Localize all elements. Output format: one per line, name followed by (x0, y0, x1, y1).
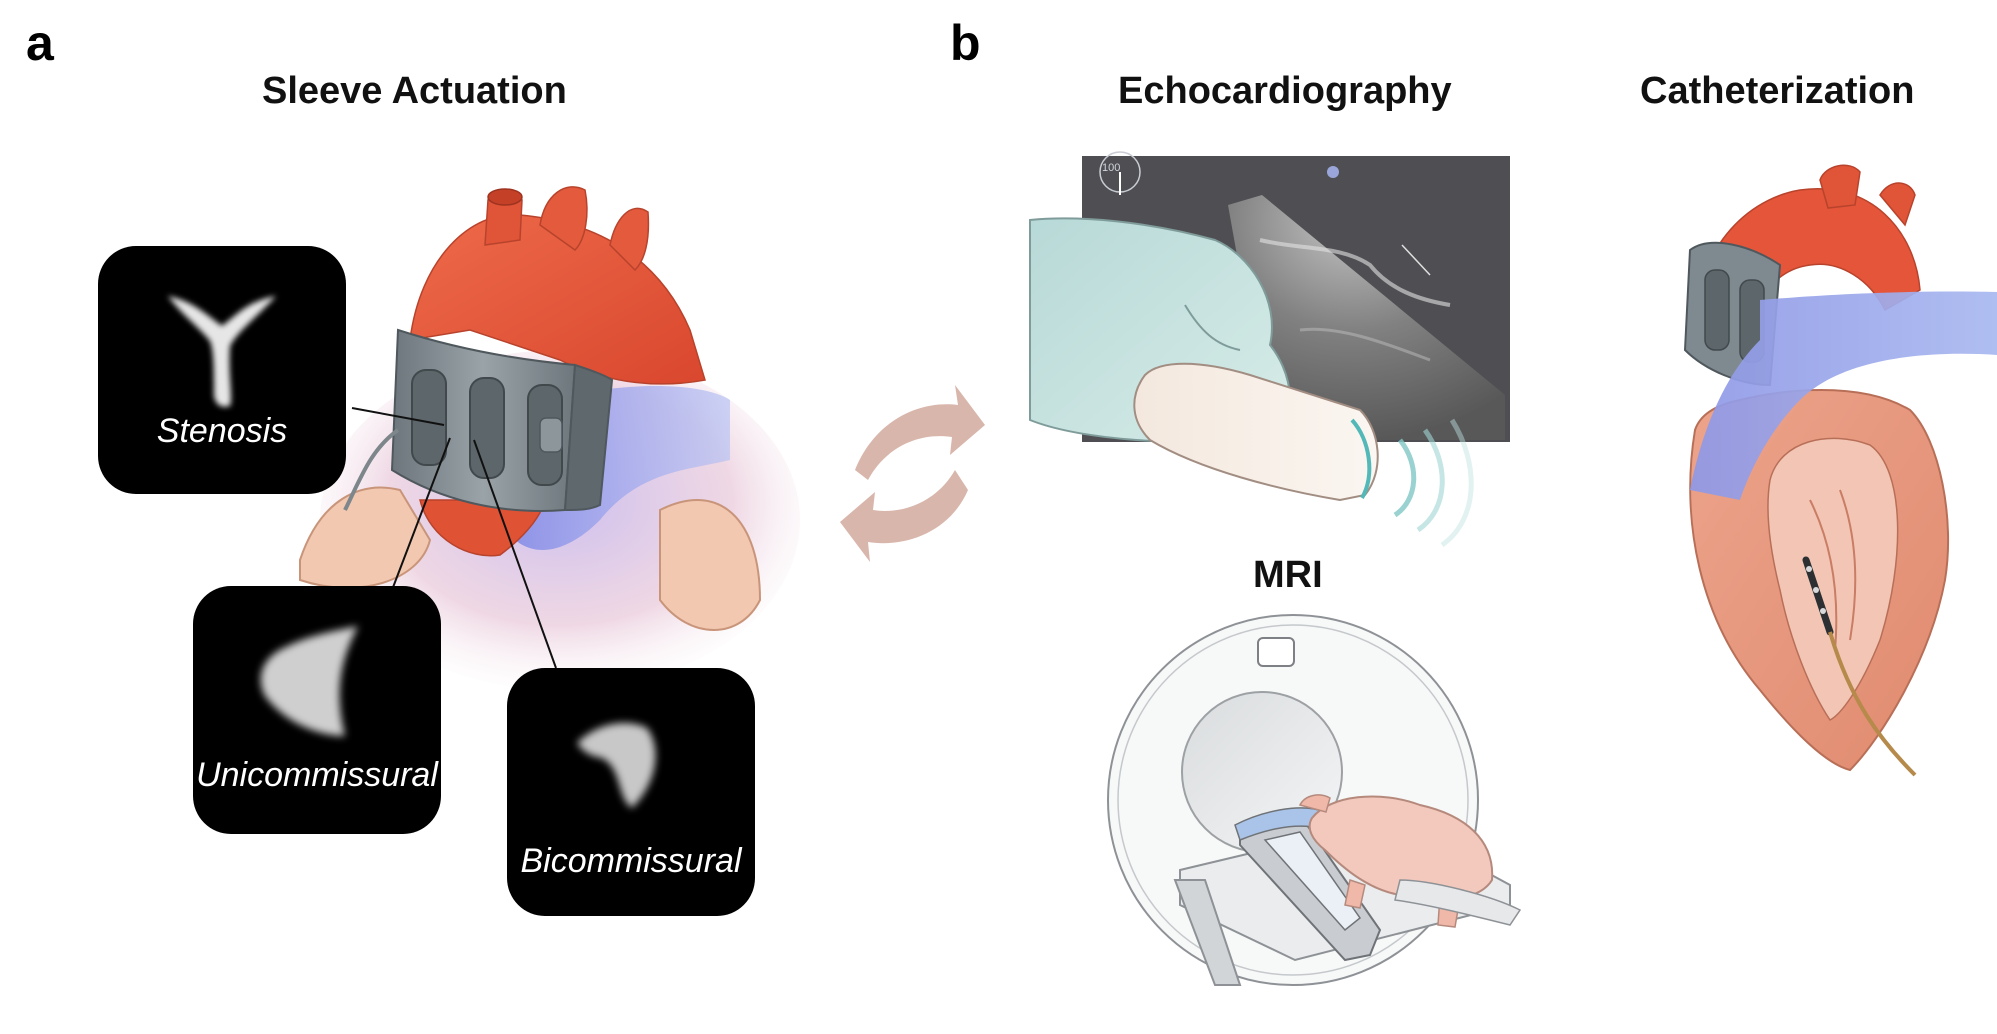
bicommissural-inset: Bicommissural (507, 668, 755, 916)
echocardiography-title: Echocardiography (1118, 70, 1452, 112)
panel-b-letter: b (950, 15, 981, 71)
unicommissural-inset: Unicommissural (193, 586, 441, 834)
stenosis-label: Stenosis (156, 412, 288, 450)
sleeve-actuation-title: Sleeve Actuation (262, 70, 567, 112)
stenosis-valve-image (168, 296, 276, 407)
panel-a-letter: a (26, 15, 54, 71)
catheterization-title: Catheterization (1640, 70, 1915, 112)
bicommissural-label: Bicommissural (520, 842, 742, 880)
unicommissural-valve-image (260, 626, 358, 736)
echo-depth-readout: 100 (1102, 162, 1121, 174)
stenosis-inset: Stenosis (98, 246, 346, 494)
unicommissural-label: Unicommissural (196, 756, 438, 794)
mri-title: MRI (1253, 554, 1323, 596)
bicommissural-valve-image (577, 723, 656, 808)
